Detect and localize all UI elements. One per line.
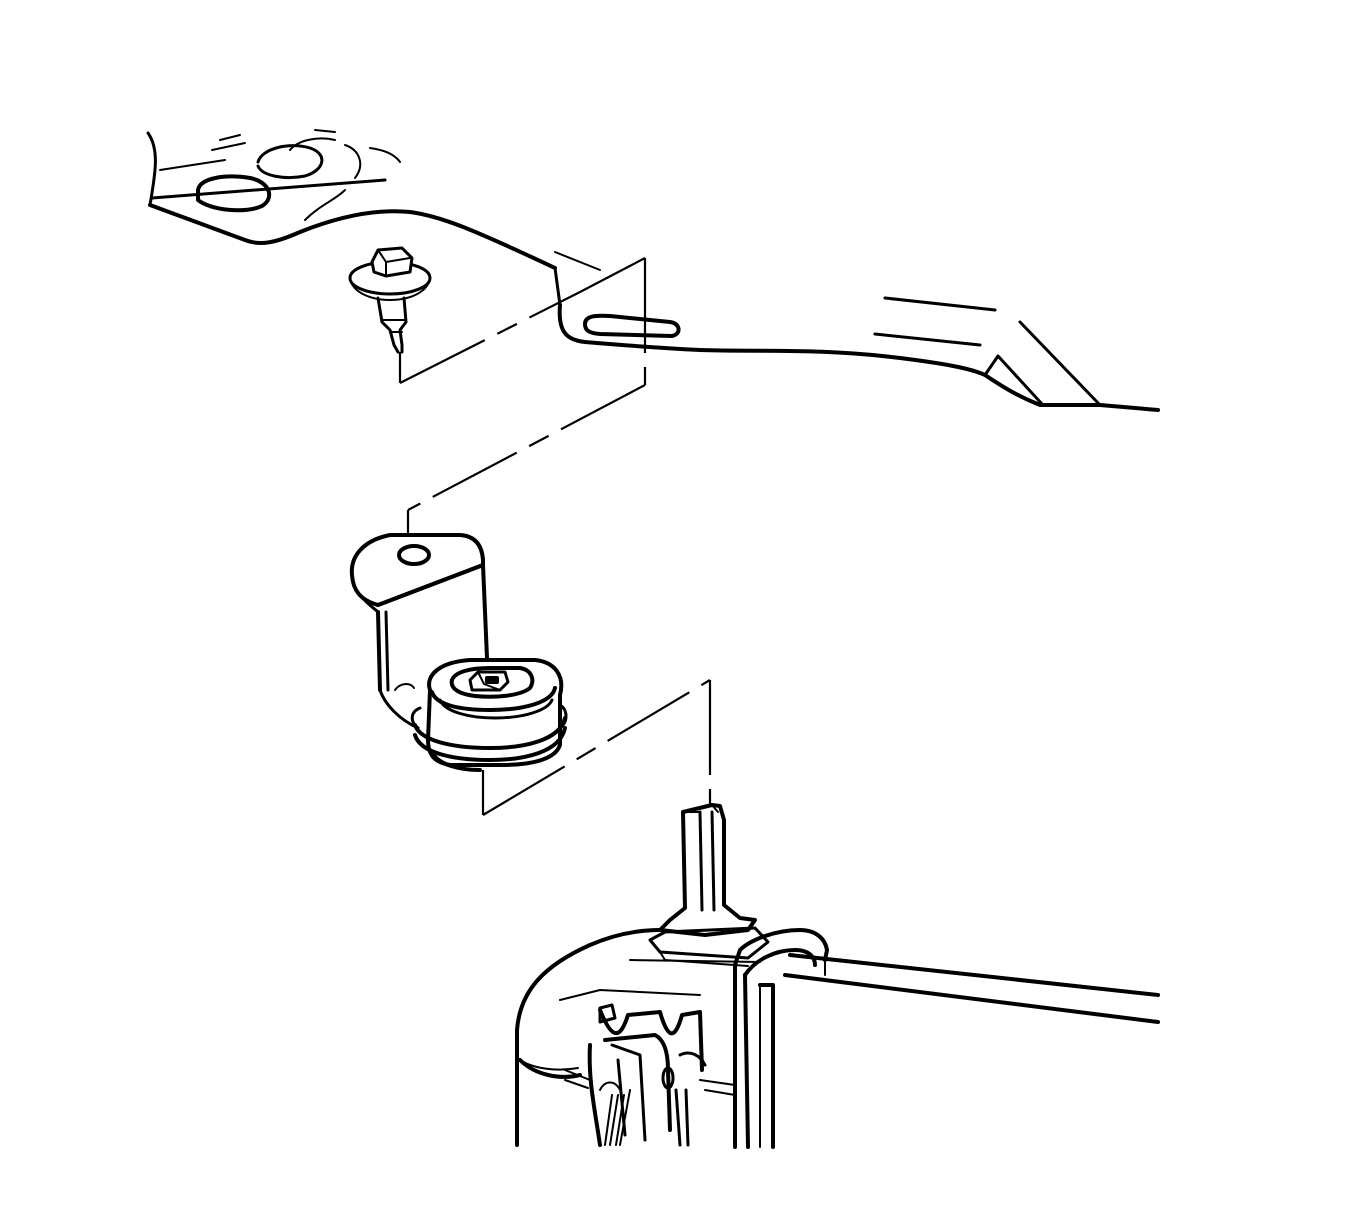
fuel-tank-mounting-stud bbox=[515, 803, 1160, 1149]
bracket-with-insulator bbox=[349, 533, 568, 772]
vehicle-frame-bracket bbox=[146, 129, 1160, 412]
assembly-leader-lines bbox=[398, 257, 712, 816]
mounting-bolt bbox=[348, 246, 432, 354]
